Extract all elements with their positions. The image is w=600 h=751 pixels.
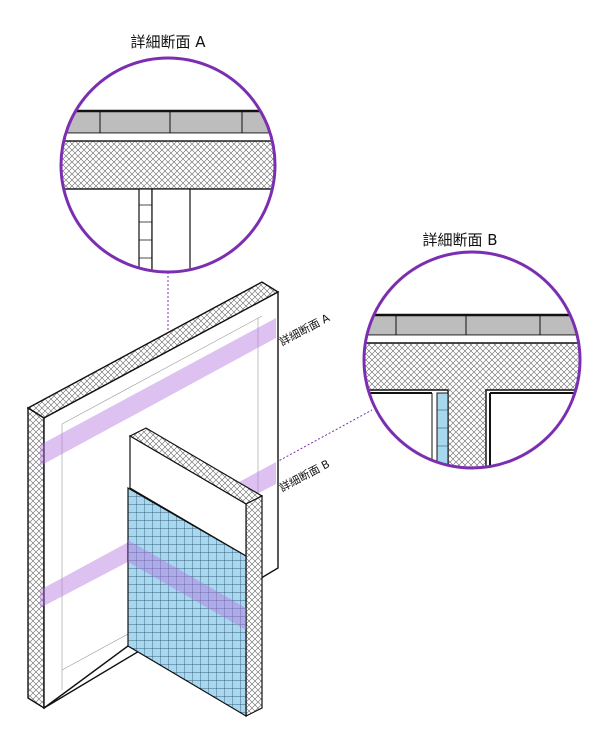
section-b-tag: 詳細断面 B	[277, 456, 332, 494]
detail-b-circle	[362, 250, 582, 470]
section-plane-a	[40, 318, 276, 466]
section-a-tag: 詳細断面 A	[277, 310, 333, 348]
isometric-wall	[26, 281, 280, 718]
tile-face	[127, 486, 247, 718]
leader-line-b	[261, 409, 373, 471]
detail-b-callout	[364, 252, 580, 468]
detail-a-title: 詳細断面 A	[130, 33, 206, 51]
detail-b-title: 詳細断面 B	[422, 231, 497, 249]
detail-a-callout	[61, 58, 275, 272]
